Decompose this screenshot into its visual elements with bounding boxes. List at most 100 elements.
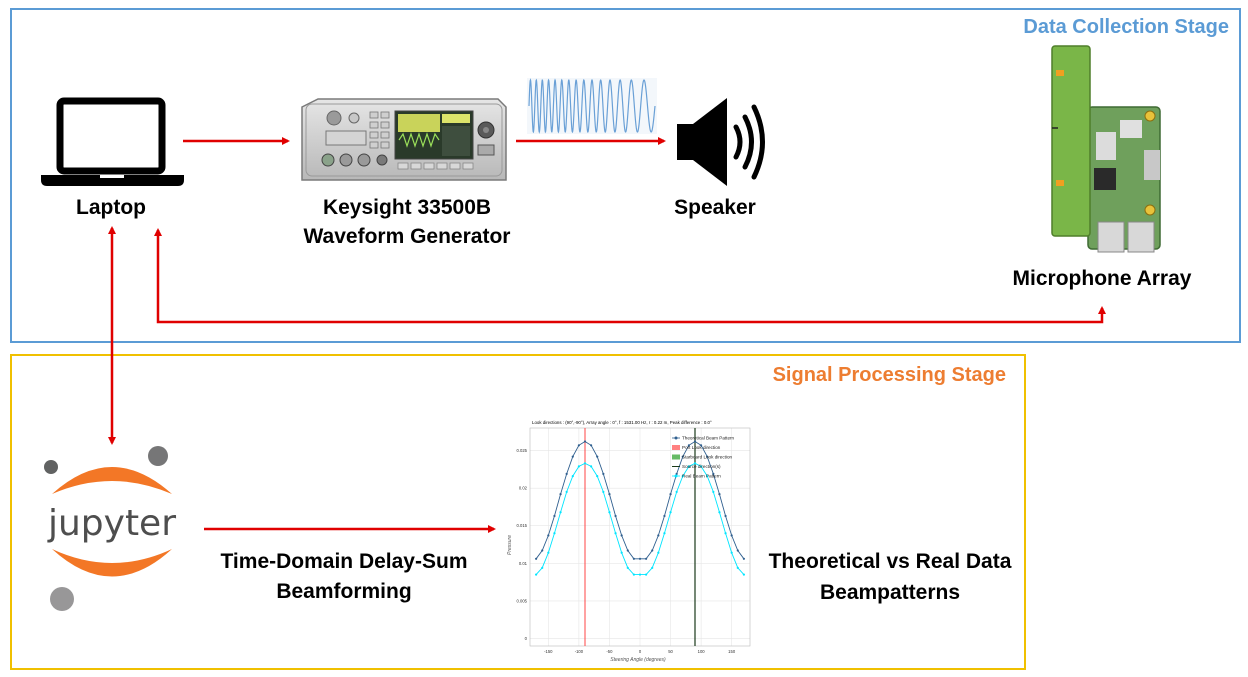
theoretical-beam-pattern-point [547, 534, 550, 537]
real-beam-pattern-point [700, 465, 703, 468]
real-beam-pattern-point [693, 462, 697, 465]
chart-ylabel: Pressure [507, 535, 513, 555]
theoretical-beam-pattern-point [590, 444, 593, 447]
speaker-label: Speaker [674, 196, 756, 219]
real-beam-pattern-point [596, 475, 599, 478]
x-tick-label: -100 [575, 649, 584, 654]
flow-arrows [108, 137, 1106, 533]
laptop-label: Laptop [76, 196, 146, 219]
chart-grid [529, 427, 751, 647]
theoretical-beam-pattern-point [657, 534, 660, 537]
theoretical-beam-pattern-point [565, 472, 568, 475]
chart-series [535, 440, 745, 576]
real-beam-pattern-point [718, 511, 721, 514]
x-tick-label: 100 [698, 649, 706, 654]
legend-swatch-dot [674, 436, 678, 440]
arrow-mic-to-laptop [154, 228, 1106, 324]
theoretical-beam-pattern-point [553, 514, 556, 518]
theoretical-beam-pattern-point [596, 455, 599, 458]
real-beam-pattern-point [565, 490, 568, 493]
theoretical-beam-pattern-point [693, 440, 697, 443]
theoretical-beam-pattern-point [742, 557, 745, 560]
real-beam-pattern-point [675, 490, 678, 493]
legend-swatch-box [672, 445, 680, 450]
real-beam-pattern-point [632, 573, 635, 576]
legend-swatch-dot [674, 474, 678, 478]
waveform-generator-image [301, 98, 507, 181]
real-beam-pattern-point [547, 551, 550, 554]
theoretical-beam-pattern-point [736, 549, 739, 552]
real-beam-pattern-point [663, 532, 666, 535]
real-beam-pattern-point [724, 532, 727, 535]
legend-entry: Port Look direction [682, 445, 721, 450]
theoretical-beam-pattern-point [626, 549, 629, 552]
real-beam-pattern-point [730, 551, 733, 554]
y-tick-label: 0.015 [517, 523, 528, 528]
theoretical-beam-pattern-point [712, 472, 715, 475]
laptop-icon [41, 97, 184, 186]
jupyter-wordmark: jupyter [47, 503, 176, 544]
y-tick-label: 0.005 [517, 598, 528, 603]
x-tick-label: -150 [544, 649, 553, 654]
generator-label-line2: Waveform Generator [303, 225, 511, 248]
y-tick-label: 0.01 [519, 561, 528, 566]
beampatterns-label-line1: Theoretical vs Real Data [768, 550, 1012, 573]
legend-entry: Theoretical Beam Pattern [682, 436, 735, 441]
microphone-array-label: Microphone Array [1012, 267, 1192, 290]
theoretical-beam-pattern-point [541, 549, 544, 552]
real-beam-pattern-point [583, 462, 587, 465]
real-beam-pattern-point [620, 551, 623, 554]
signal-processing-stage-box: Signal Processing Stage [10, 354, 1026, 670]
chart-xlabel: Steering Angle (degrees) [610, 657, 666, 663]
real-beam-pattern-point [669, 511, 672, 514]
x-tick-label: 50 [668, 649, 673, 654]
real-beam-pattern-point [571, 475, 574, 478]
real-beam-pattern-point [657, 551, 660, 554]
theoretical-beam-pattern-point [583, 440, 587, 443]
theoretical-beam-pattern-point [645, 557, 648, 560]
chart-title: Look directions : (90°,-90°), Array angl… [532, 420, 712, 425]
real-beam-pattern-point [626, 566, 629, 569]
theoretical-beam-pattern-point [669, 493, 672, 496]
plot-frame [529, 427, 751, 647]
real-beam-pattern-point [645, 573, 648, 576]
theoretical-beam-pattern-point [571, 455, 574, 458]
theoretical-beam-pattern-point [724, 514, 727, 518]
real-beam-pattern-point [681, 475, 684, 478]
beamforming-label-line2: Beamforming [276, 580, 412, 603]
y-tick-label: 0.025 [517, 448, 528, 453]
y-tick-label: 0.02 [519, 486, 528, 491]
real-beam-pattern-point [608, 511, 611, 514]
theoretical-beam-pattern-point [651, 549, 654, 552]
theoretical-beam-pattern-point [663, 514, 666, 518]
jupyter-logo: jupyter [44, 446, 176, 611]
generator-label-line1: Keysight 33500B [322, 196, 492, 219]
real-beam-pattern-point [651, 566, 654, 569]
legend-swatch-box [672, 454, 680, 460]
x-tick-label: 0 [639, 649, 642, 654]
theoretical-beam-pattern-point [577, 444, 580, 447]
legend-entry: Starboard Look direction [682, 455, 732, 460]
real-beam-pattern-point [736, 566, 739, 569]
real-beam-pattern-point [614, 532, 617, 535]
theoretical-beam-pattern-point [675, 472, 678, 475]
theoretical-beam-pattern-point [535, 557, 538, 560]
real-beam-pattern-point [712, 490, 715, 493]
theoretical-beam-pattern-point [602, 472, 605, 475]
x-tick-label: 150 [728, 649, 736, 654]
theoretical-beam-pattern-point [718, 493, 721, 496]
theoretical-beam-pattern-point [687, 444, 690, 447]
theoretical-beam-pattern-point [700, 444, 703, 447]
real-beam-pattern-point [535, 573, 538, 576]
theoretical-beam-pattern-point [614, 514, 617, 518]
y-tick-label: 0 [525, 636, 528, 641]
theoretical-beam-pattern-point [559, 493, 562, 496]
real-beam-pattern-point [602, 490, 605, 493]
theoretical-beam-pattern-point [608, 493, 611, 496]
legend-entry: Source direction(s) [682, 464, 721, 469]
legend-entry: Real Beam Pattern [682, 474, 721, 479]
data-collection-stage-box: Data Collection Stage [10, 8, 1241, 343]
